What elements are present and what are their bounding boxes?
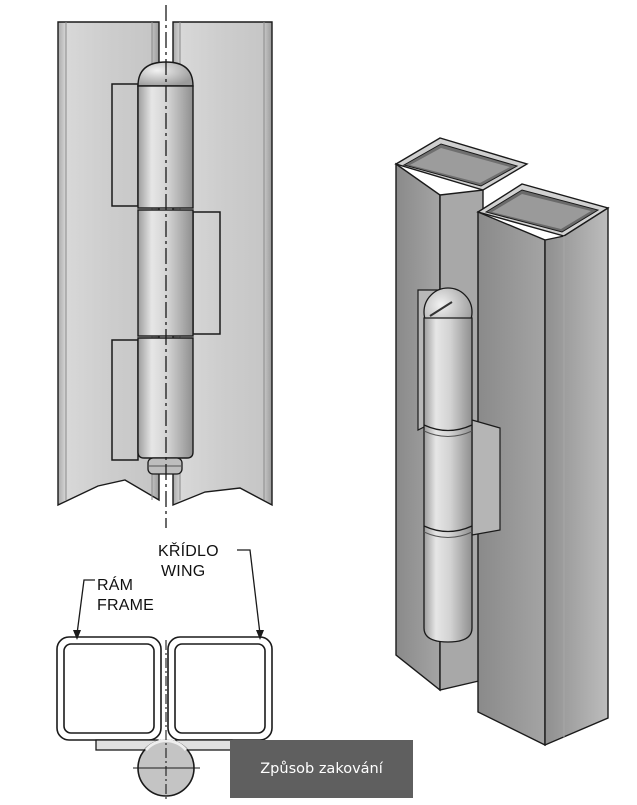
frame-profile-front [57, 21, 160, 507]
section-view [56, 549, 273, 800]
wing-leaf-iso [471, 419, 501, 536]
barrel-iso [423, 317, 473, 643]
wing-label-en: WING [161, 563, 206, 580]
front-view [57, 5, 273, 528]
frame-leader [76, 579, 95, 635]
wing-label-cz: KŘÍDLO [158, 543, 219, 560]
isometric-view [394, 137, 610, 747]
frame-label-en: FRAME [97, 597, 154, 614]
wing-profile-front [172, 21, 273, 507]
wing-leader [237, 549, 261, 635]
frame-label-cz: RÁM [97, 577, 134, 594]
caption-badge: Způsob zakování [230, 740, 413, 798]
